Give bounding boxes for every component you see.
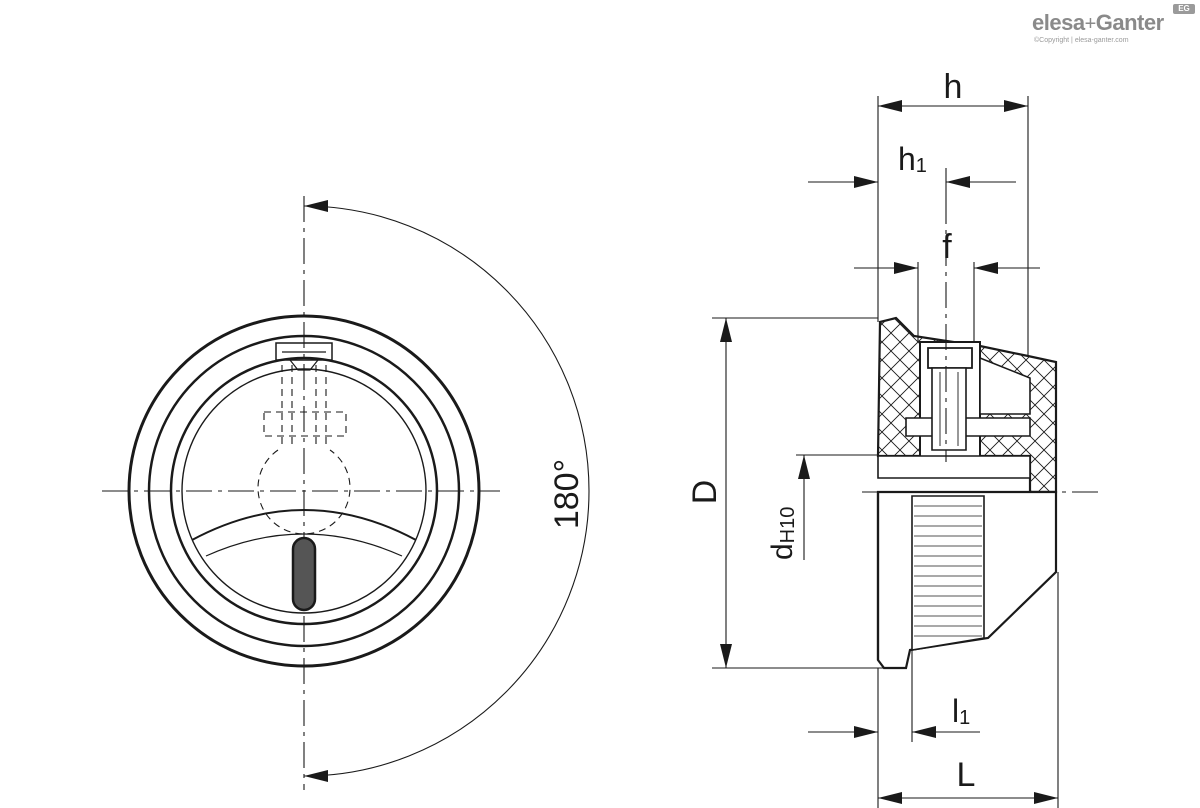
label-dH10: dH10 (766, 507, 799, 560)
label-h1: h1 (898, 141, 927, 177)
label-D: D (686, 480, 724, 505)
label-h: h (944, 68, 963, 106)
angle-arc (303, 200, 590, 782)
brand-copyright: ©Copyright | elesa-ganter.com (1034, 37, 1129, 44)
brand-badge: EG (1173, 4, 1195, 14)
side-view (862, 198, 1100, 670)
indicator-slot (291, 536, 317, 612)
front-view (102, 196, 500, 790)
label-angle: 180° (548, 459, 586, 529)
label-L: L (957, 756, 976, 794)
label-l1: l1 (952, 693, 970, 729)
label-f: f (942, 228, 952, 266)
brand-wordmark: elesa+Ganter (1032, 10, 1164, 35)
dimension-lines (720, 100, 1058, 804)
brand-logo: EG elesa+Ganter ©Copyright | elesa-gante… (1032, 4, 1197, 50)
